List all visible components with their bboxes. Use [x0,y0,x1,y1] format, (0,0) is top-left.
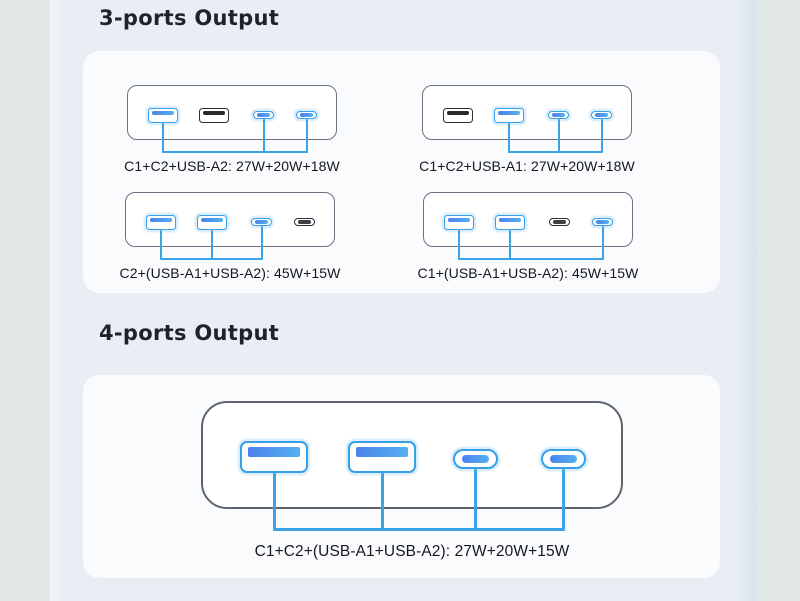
connector-line-vertical [305,119,308,153]
connector-line-bracket [160,258,263,260]
port-pin-bar [550,454,577,464]
connector-line-vertical [260,226,263,260]
usb-c-port-active [296,111,317,119]
connector-line-vertical [380,473,384,531]
left-margin-strip [0,0,50,601]
right-gutter-band [735,0,757,601]
port-pin-bar [151,111,175,116]
usb-a-port-active [197,215,227,230]
port-pin-bar [595,113,608,117]
usb-a-port-active [146,215,176,230]
connector-line-vertical [562,469,565,531]
connector-line-vertical [160,230,162,260]
port-pin-bar [356,447,408,457]
usb-a-port-active [495,215,525,230]
connector-line-bracket [272,528,565,531]
connector-line-vertical [601,226,604,260]
usb-c-port-active [251,218,272,226]
port-pin-bar [255,220,268,224]
port-pin-bar [446,111,470,116]
port-pin-bar [462,454,489,464]
connector-line-vertical [600,119,603,153]
output-label: C1+C2+USB-A2: 27W+20W+18W [124,158,340,174]
connector-line-vertical [272,473,276,531]
port-pin-bar [257,113,270,117]
charger-face-diagram-c1-c2-usba1: C1+C2+USB-A1: 27W+20W+18W [419,85,635,174]
port-pin-bar [596,220,609,224]
left-gutter-band [50,0,68,601]
connector-line-vertical [474,469,477,531]
connector-line-vertical [262,119,265,153]
section-title-3-ports: 3-ports Output [99,6,280,30]
connector-line-vertical [162,123,164,153]
usb-a-port-active [348,441,416,473]
usb-a-port-inactive [199,108,229,123]
usb-c-port-active [592,218,613,226]
usb-c-port-inactive [549,218,570,226]
output-label: C2+(USB-A1+USB-A2): 45W+15W [119,265,341,281]
port-pin-bar [497,111,521,116]
charger-face-diagram-c2-usba1-usba2: C2+(USB-A1+USB-A2): 45W+15W [120,192,340,281]
right-margin-strip [757,0,800,601]
usb-a-port-active [494,108,524,123]
usb-c-port-active [548,111,569,119]
usb-a-port-active [240,441,308,473]
port-pin-bar [298,220,311,224]
port-pin-bar [498,218,522,223]
usb-c-port-active [453,449,498,469]
port-pin-bar [202,111,226,116]
usb-c-port-active [541,449,586,469]
output-label: C1+(USB-A1+USB-A2): 45W+15W [417,265,639,281]
usb-a-port-active [444,215,474,230]
connector-line-vertical [509,230,511,260]
connector-line-bracket [508,151,603,153]
port-pin-bar [248,447,300,457]
connector-line-bracket [458,258,604,260]
port-pin-bar [200,218,224,223]
usb-c-port-inactive [294,218,315,226]
connector-line-vertical [458,230,460,260]
port-pin-bar [149,218,173,223]
port-pin-bar [300,113,313,117]
connector-line-vertical [508,123,510,153]
section-title-4-ports: 4-ports Output [99,321,280,345]
usb-c-port-active [591,111,612,119]
charger-face-diagram-c1-c2-usba2: C1+C2+USB-A2: 27W+20W+18W [124,85,340,174]
connector-line-vertical [211,230,213,260]
charger-face-diagram-c1-usba1-usba2: C1+(USB-A1+USB-A2): 45W+15W [418,192,638,281]
usb-c-port-active [253,111,274,119]
connector-line-bracket [162,151,308,153]
usb-a-port-inactive [443,108,473,123]
usb-a-port-active [148,108,178,123]
port-pin-bar [447,218,471,223]
port-pin-bar [553,220,566,224]
output-label: C1+C2+(USB-A1+USB-A2): 27W+20W+15W [254,543,570,560]
output-label: C1+C2+USB-A1: 27W+20W+18W [419,158,635,174]
connector-line-vertical [557,119,560,153]
charger-face-diagram-c1-c2-usba1-usba2: C1+C2+(USB-A1+USB-A2): 27W+20W+15W [201,401,623,560]
port-pin-bar [552,113,565,117]
